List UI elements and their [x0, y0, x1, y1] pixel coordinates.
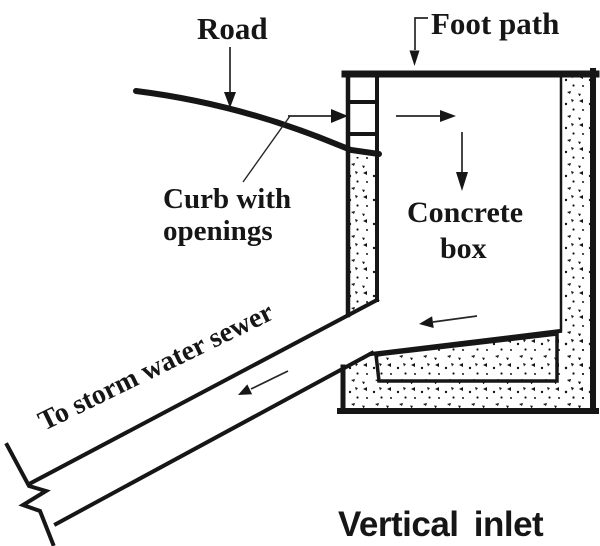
concrete-box-label-line2: box: [440, 232, 487, 265]
pipe-flow-head: [238, 384, 253, 395]
concrete-box-label-line1: Concrete: [407, 196, 523, 229]
slab-inner-outline: [374, 332, 559, 383]
annotation-arrows: [224, 17, 478, 395]
pipe-lower-edge: [53, 350, 375, 527]
sewer-pipe: [4, 297, 380, 546]
left-wall-concrete: [346, 157, 377, 316]
road-surface-line: [133, 88, 382, 157]
footpath-label: Foot path: [431, 6, 559, 41]
pipe-flow-arrow: [238, 370, 289, 395]
curb-label-line1: Curb with: [163, 183, 291, 215]
pipe-break-symbol: [4, 442, 56, 546]
flow-down-arrow: [456, 132, 468, 191]
road-label: Road: [197, 11, 268, 46]
footpath-arrow-head: [409, 50, 420, 66]
flow-left-shaft: [432, 315, 478, 323]
flow-right-head: [440, 110, 456, 122]
inflow-arrow: [288, 109, 348, 123]
pipe-flow-shaft: [250, 370, 289, 390]
flow-left-arrow: [419, 315, 478, 328]
curb-leader-line: [242, 115, 291, 183]
footpath-leader-line: [414, 17, 428, 50]
pipe-upper-edge: [28, 297, 380, 486]
flow-down-head: [456, 172, 468, 191]
right-wall-concrete: [562, 77, 590, 411]
road-arrow-head: [224, 92, 236, 108]
inflow-arrow-head: [331, 109, 348, 123]
flow-left-head: [419, 316, 434, 328]
concrete-box-outline: [337, 68, 600, 414]
flow-right-arrow: [396, 110, 456, 122]
road-pointer-arrow: [224, 47, 236, 108]
curb-label-line2: openings: [163, 215, 273, 247]
footpath-pointer-arrow: [409, 17, 428, 66]
diagram-caption: Vertical inlet: [338, 505, 544, 544]
curb-with-openings: [346, 100, 379, 136]
diagram-labels: Road Foot path Curb with openings Concre…: [33, 6, 559, 544]
